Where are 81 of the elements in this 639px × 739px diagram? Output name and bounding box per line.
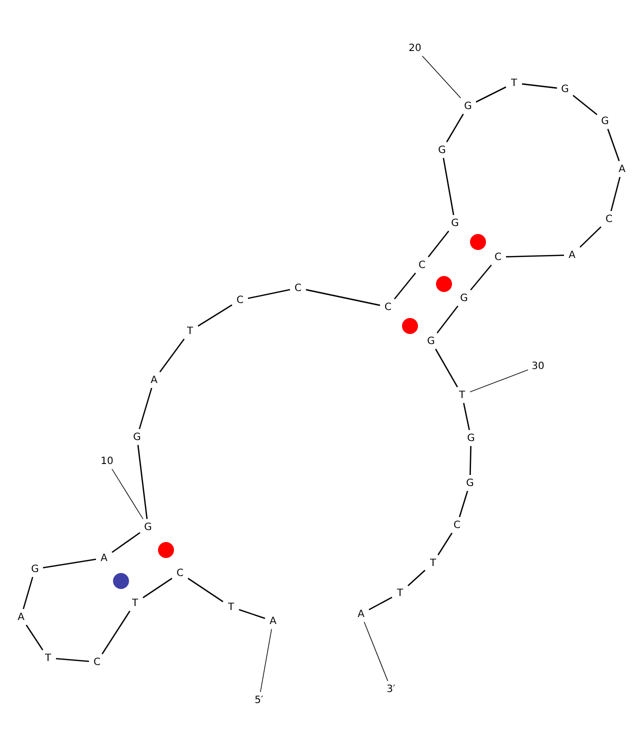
backbone-line xyxy=(306,289,380,306)
nucleotide-letter: G xyxy=(133,432,141,442)
backbone-line xyxy=(394,272,416,300)
backbone-line xyxy=(476,86,506,103)
leader-line xyxy=(364,622,388,682)
nucleotide-letter: C xyxy=(176,568,184,578)
backbone-line xyxy=(436,306,458,334)
nucleotide-letter: G xyxy=(466,478,474,488)
backbone-line xyxy=(42,558,96,568)
backbone-line xyxy=(112,532,140,553)
leader-line xyxy=(422,56,462,98)
backbone-line xyxy=(26,624,44,650)
backbone-line xyxy=(142,578,172,598)
nucleotide-letter: A xyxy=(270,616,276,626)
position-label: 5′ xyxy=(254,694,264,706)
nucleotide-letter: C xyxy=(294,282,302,294)
nucleotide-letter: G xyxy=(464,100,472,112)
backbone-line xyxy=(368,596,392,610)
nucleotide-letter: G xyxy=(144,522,152,532)
backbone-line xyxy=(572,94,598,116)
backbone-line xyxy=(470,446,472,476)
nucleotide-letter: A xyxy=(358,608,364,620)
backbone-line xyxy=(610,176,621,212)
nucleotide-letter: T xyxy=(396,588,404,598)
nucleotide-letter: C xyxy=(606,214,612,224)
backbone-line xyxy=(22,576,34,610)
nucleotide-letter: T xyxy=(186,326,194,336)
backbone-line xyxy=(580,226,602,248)
nucleotide-letter: T xyxy=(458,390,466,400)
nucleotide-letter: C xyxy=(94,656,100,668)
nucleotide-letter: T xyxy=(430,558,436,568)
backbone-line xyxy=(438,532,452,556)
nucleotide-letter: G xyxy=(561,84,569,94)
backbone-line xyxy=(188,578,224,602)
backbone-line xyxy=(56,658,90,662)
nucleotide-letter: C xyxy=(384,302,392,312)
nucleotide-letter: G xyxy=(438,144,446,156)
nucleotide-letter: G xyxy=(451,218,459,228)
backbone-line xyxy=(446,114,464,142)
backbone-line xyxy=(408,570,426,586)
backbone-line xyxy=(428,230,450,258)
backbone-line xyxy=(458,490,468,518)
backbone-line xyxy=(522,83,558,89)
leader-line xyxy=(260,628,272,692)
backbone-line xyxy=(607,128,620,162)
position-label: 20 xyxy=(408,42,422,54)
nucleotide-letter: A xyxy=(568,250,576,260)
nucleotide-letter: G xyxy=(601,116,609,126)
nucleotide-letter: A xyxy=(150,374,158,386)
nucleotide-letter: C xyxy=(418,260,426,270)
nucleotide-letter: C xyxy=(494,252,502,262)
leader-line xyxy=(112,468,144,520)
nucleotide-letter: T xyxy=(510,78,518,88)
nucleotide-letter: T xyxy=(228,602,234,612)
nucleotide-letter: T xyxy=(44,652,52,664)
backbone-line xyxy=(435,348,458,388)
nucleotide-letter: C xyxy=(236,294,244,306)
backbone-line xyxy=(248,289,290,299)
leader-line xyxy=(470,369,528,392)
nucleotide-letter: G xyxy=(31,564,39,574)
nucleotide-letter: C xyxy=(454,520,460,530)
nucleotide-letter: G xyxy=(467,432,475,444)
backbone-line xyxy=(442,158,454,216)
position-label: 3′ xyxy=(386,684,396,694)
backbone-line xyxy=(470,264,492,290)
nucleotide-letter: G xyxy=(427,336,435,346)
backbone-line xyxy=(198,304,232,327)
nucleotide-letter: T xyxy=(132,598,138,608)
nucleotide-letter: A xyxy=(18,612,24,622)
nucleotide-letter: A xyxy=(100,552,108,564)
position-label: 10 xyxy=(100,456,114,466)
backbone-line xyxy=(159,338,185,372)
nucleotide-letter: A xyxy=(618,164,626,174)
backbone-line xyxy=(463,402,470,430)
nucleotide-letter: G xyxy=(460,292,468,304)
backbone-line xyxy=(102,610,130,654)
backbone-line xyxy=(137,444,148,520)
position-label: 30 xyxy=(532,360,544,372)
backbone-line xyxy=(238,609,266,619)
backbone-line xyxy=(506,254,564,258)
backbone-line xyxy=(138,388,152,430)
